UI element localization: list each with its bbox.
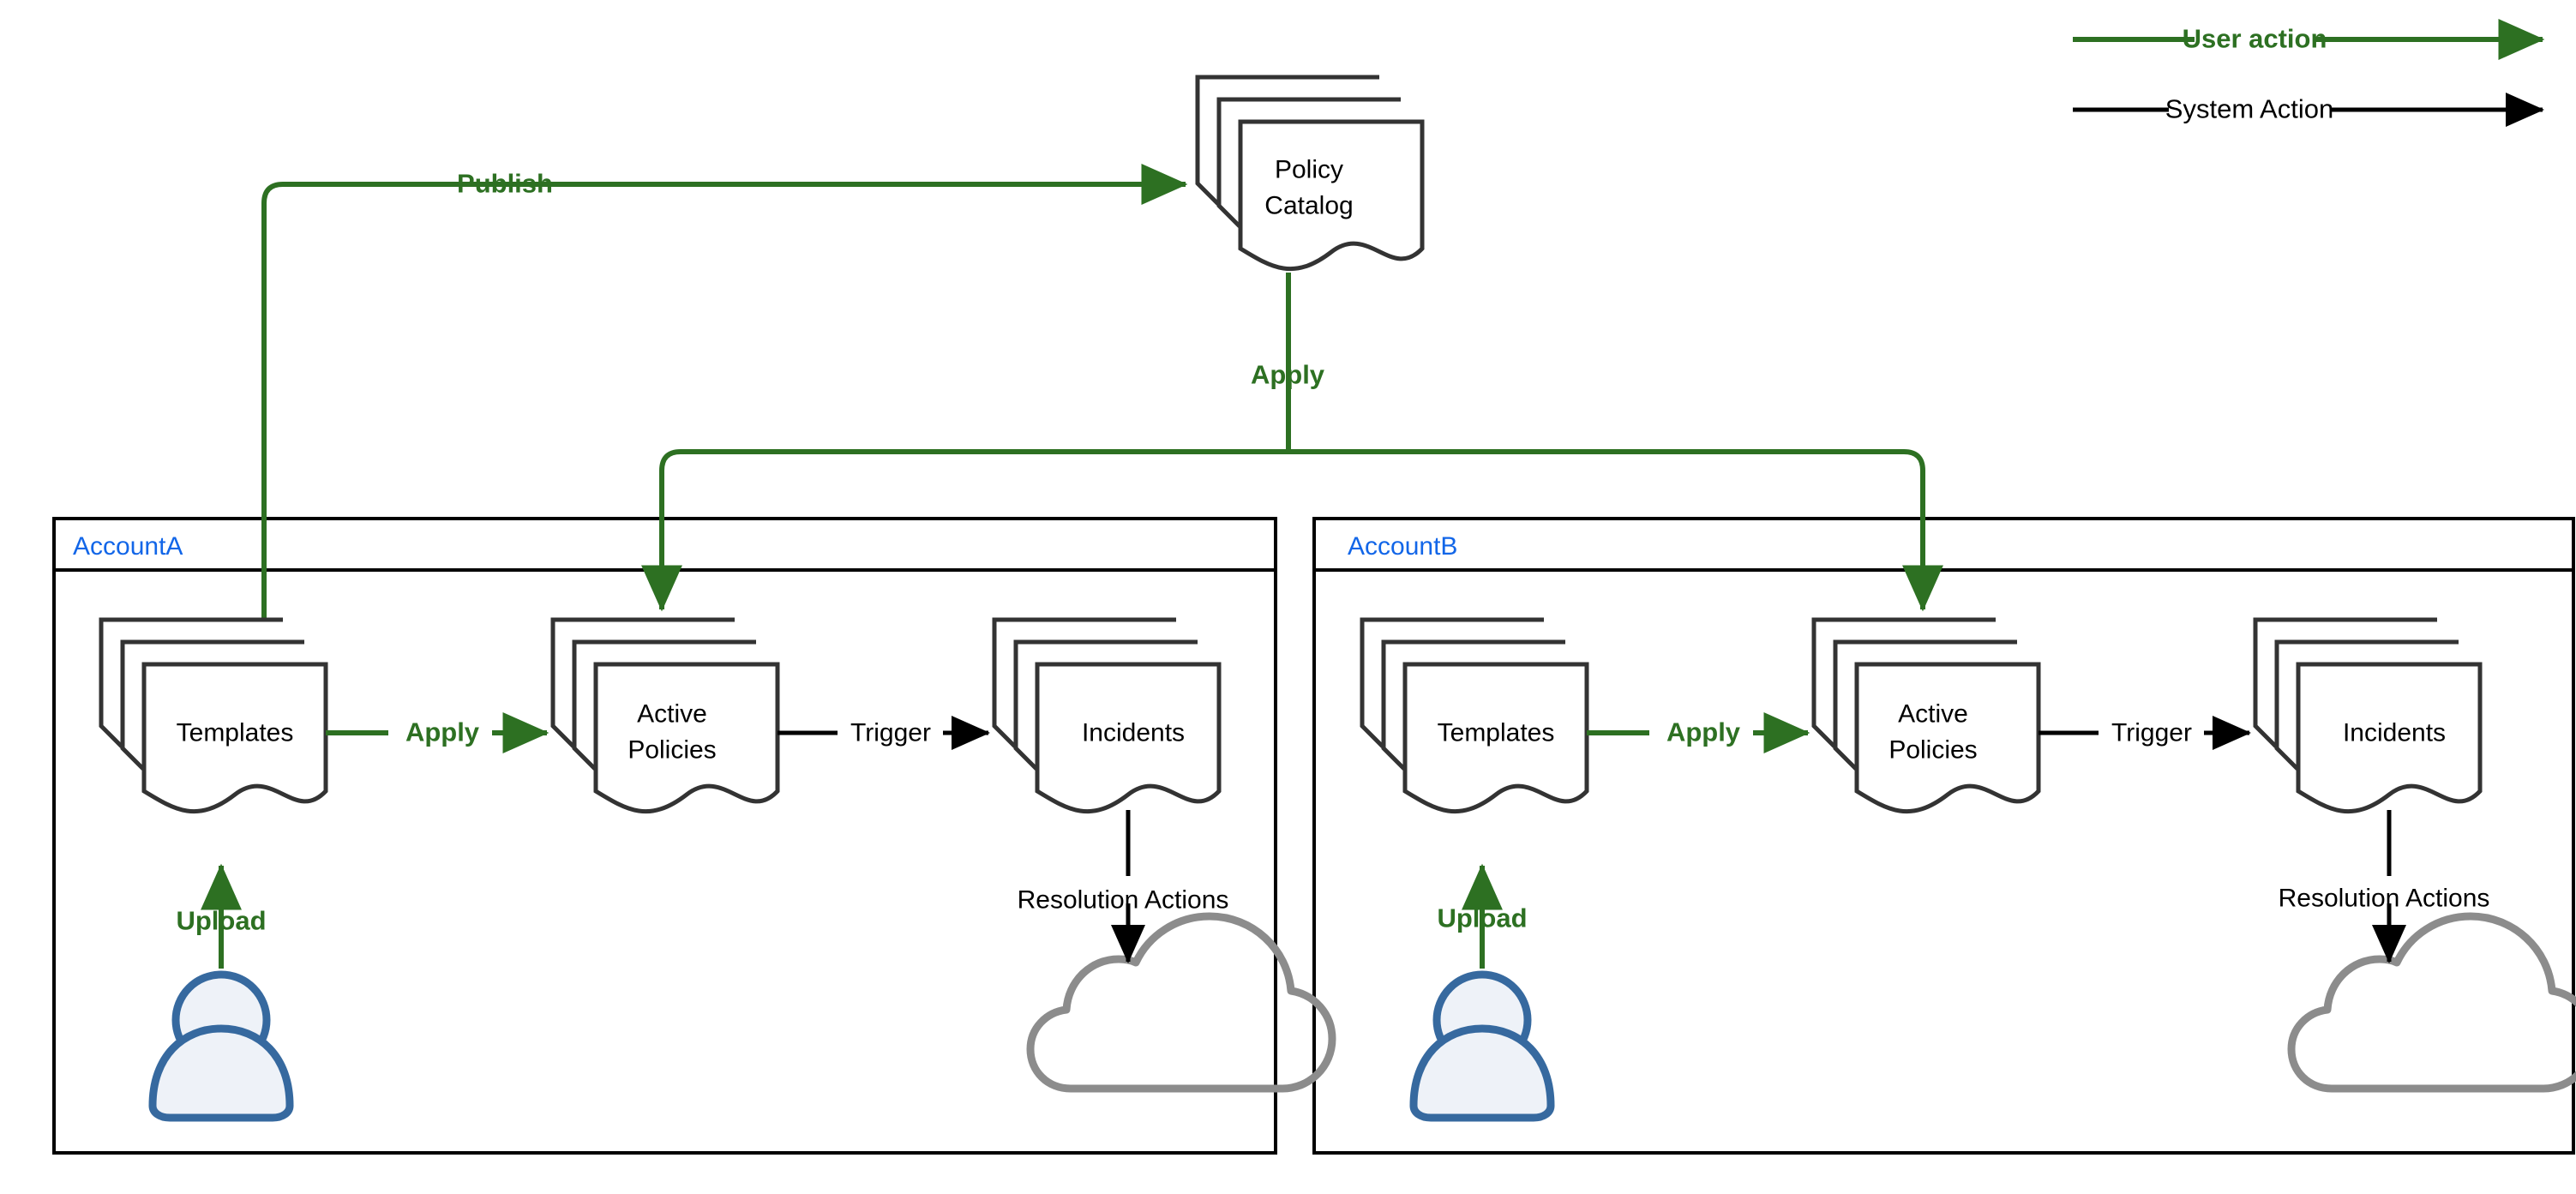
container-title-accountA: AccountA (73, 532, 183, 561)
node-accountB-cloud[interactable] (2287, 912, 2576, 1093)
container-title-accountB: AccountB (1348, 532, 1458, 561)
edge-label-accountA-resolution: Resolution Actions (1017, 885, 1229, 915)
node-label-accountB-incidents: Incidents (2342, 718, 2447, 747)
edge-label-accountB-upload: Upload (1437, 903, 1528, 933)
edge-label-accountA-apply: Apply (405, 717, 480, 747)
legend-label-system-action: System Action (2165, 93, 2334, 124)
node-accountA-cloud[interactable] (1026, 912, 1336, 1093)
edge-apply-fanout (641, 273, 1943, 612)
node-label-policy-catalog-line2: Catalog (1264, 191, 1354, 220)
node-label-accountB-active-line1: Active (1898, 699, 1968, 729)
edge-label-accountA-upload: Upload (176, 905, 267, 936)
edge-label-accountA-trigger: Trigger (850, 718, 931, 747)
edge-label-accountB-apply: Apply (1666, 717, 1741, 747)
legend-label-user-action: User action (2182, 23, 2327, 54)
edge-label-accountB-resolution: Resolution Actions (2278, 884, 2490, 913)
node-label-accountB-templates: Templates (1437, 718, 1555, 747)
node-label-accountA-active-line2: Policies (627, 735, 717, 765)
node-label-accountA-templates: Templates (176, 718, 294, 747)
edge-publish (261, 164, 1188, 620)
node-accountB-user[interactable] (1409, 970, 1555, 1122)
node-label-accountA-incidents: Incidents (1081, 718, 1186, 747)
node-accountA-user[interactable] (148, 970, 294, 1122)
edge-label-publish: Publish (457, 168, 553, 199)
node-label-accountA-active-line1: Active (637, 699, 707, 729)
node-label-policy-catalog-line1: Policy (1274, 155, 1344, 184)
node-label-accountB-active-line2: Policies (1888, 735, 1978, 765)
edge-label-apply-global: Apply (1250, 359, 1325, 390)
edge-label-accountB-trigger: Trigger (2111, 718, 2192, 747)
